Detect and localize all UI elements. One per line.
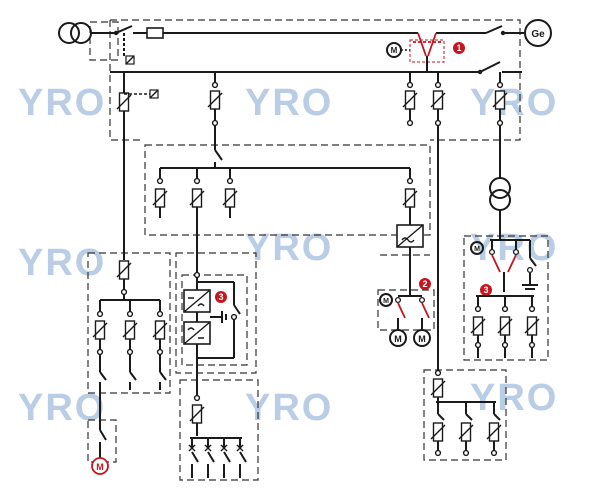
svg-text:2: 2 — [422, 279, 427, 289]
svg-text:3: 3 — [483, 285, 488, 295]
right-panel: M 3 — [470, 239, 540, 358]
enclosure-motor-switch — [377, 289, 435, 331]
svg-text:M: M — [474, 246, 480, 253]
watermark-8: YRO — [245, 387, 333, 429]
svg-text:M: M — [383, 298, 389, 305]
fuse-icon — [146, 27, 164, 39]
watermark-2: YRO — [245, 82, 333, 124]
watermark-group: YRO YRO YRO YRO YRO YRO YRO YRO YRO — [18, 82, 558, 429]
badge-3: 3 — [215, 291, 227, 303]
watermark-7: YRO — [18, 387, 106, 429]
badge-2: 2 — [419, 278, 431, 290]
watermark-4: YRO — [18, 242, 106, 284]
svg-text:M: M — [394, 334, 402, 344]
svg-text:1: 1 — [456, 43, 461, 53]
ground-icon — [522, 273, 538, 290]
enclosure-left-panel — [87, 252, 171, 394]
bottom-right-panel — [430, 369, 502, 457]
svg-text:3: 3 — [218, 292, 223, 302]
motor-icon: M — [470, 241, 484, 255]
bottom-panel — [188, 394, 247, 478]
badge-1: 1 — [453, 42, 465, 54]
inverter-icon — [183, 321, 211, 345]
enclosure-top-left — [109, 20, 140, 141]
transformer-icon — [58, 22, 92, 44]
enclosure-bottom-panel — [179, 379, 259, 481]
main-bus-feeders — [116, 72, 511, 370]
disconnector-icon — [485, 25, 506, 36]
motor-icon: M — [91, 457, 109, 475]
generator-label: Ge — [531, 29, 545, 40]
watermark-9: YRO — [470, 377, 558, 419]
secondary-feeders — [152, 168, 424, 296]
motor-icon: M — [386, 42, 402, 58]
enclosure-feeder — [144, 144, 431, 236]
battery-icon — [210, 311, 227, 323]
watermark-3: YRO — [470, 82, 558, 124]
inverter-icon — [396, 224, 424, 248]
inverter-panel: 3 — [183, 265, 241, 395]
generator-icon: Ge — [524, 19, 552, 47]
disconnector-icon — [113, 25, 133, 36]
enclosure-inverter-inner — [181, 274, 248, 366]
watermark-1: YRO — [18, 82, 106, 124]
enclosure-ct — [89, 21, 119, 61]
svg-text:M: M — [391, 46, 398, 55]
motor-icon: M — [379, 293, 393, 307]
enclosure-top — [110, 19, 521, 141]
motor-icon: M — [413, 329, 431, 347]
enclosure-right-panel — [463, 235, 549, 361]
left-panel: M — [91, 260, 168, 475]
svg-text:M: M — [418, 334, 426, 344]
motor-icon: M — [389, 329, 407, 347]
incoming-section: Ge M 1 — [58, 19, 552, 72]
enclosure-bottom-right — [423, 369, 507, 461]
watermark-5: YRO — [245, 227, 333, 269]
inverter-icon — [183, 289, 211, 313]
dashed-enclosures — [87, 19, 549, 481]
enclosure-inverter-panel — [175, 252, 257, 374]
motor-switch-group: M M M 2 — [379, 278, 431, 347]
transformer-icon — [489, 177, 511, 211]
svg-text:M: M — [96, 462, 104, 472]
badge-3b: 3 — [480, 284, 492, 296]
